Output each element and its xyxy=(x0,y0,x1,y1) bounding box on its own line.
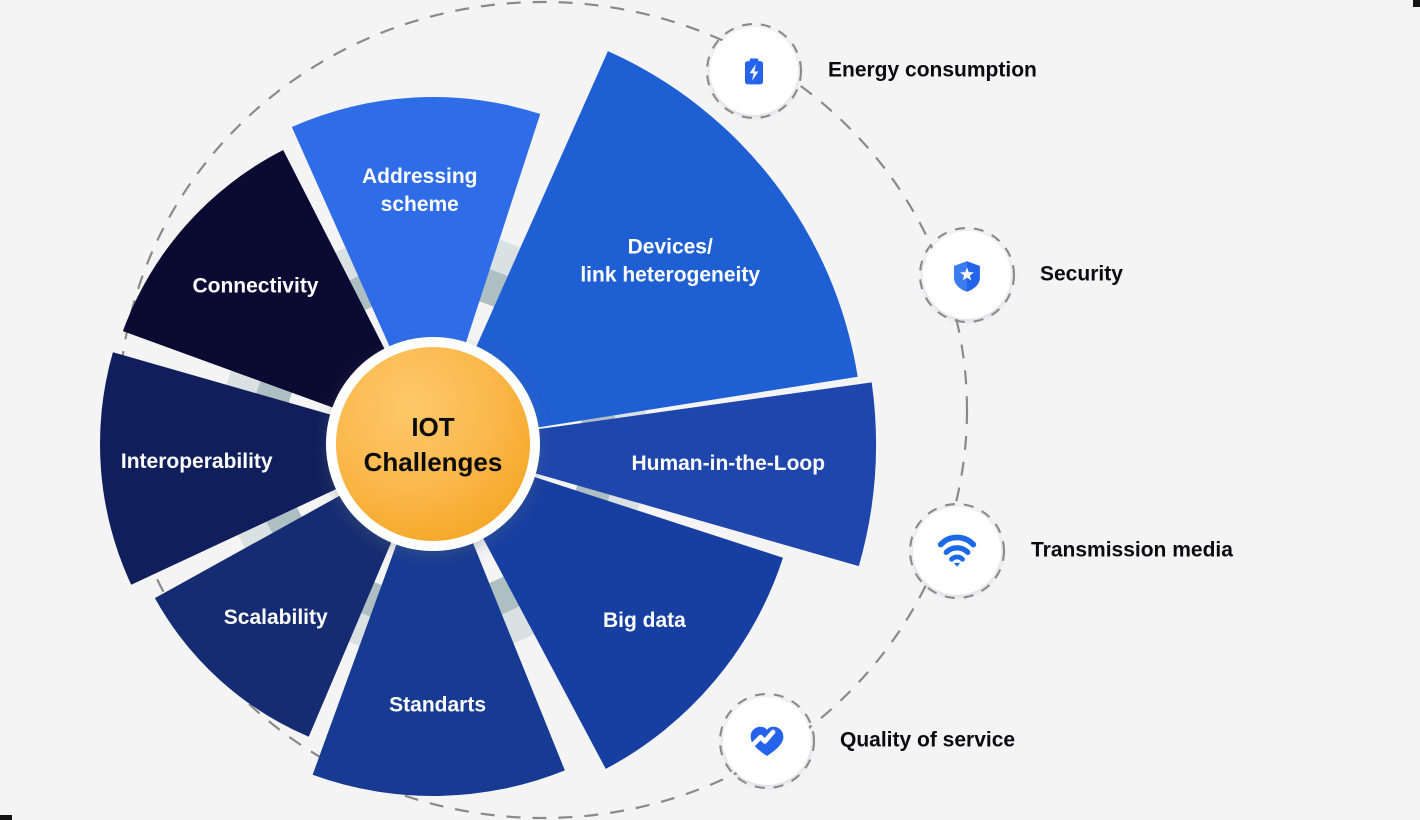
petal-label-connectivity: Connectivity xyxy=(192,275,318,298)
petal-label-line: Addressing xyxy=(362,165,478,188)
legend-icon-bubble-dashed-ring xyxy=(705,22,803,120)
petal-label-standarts: Standarts xyxy=(389,694,486,717)
legend-icon-bubble-dashed-ring xyxy=(908,502,1006,600)
legend-item-transmission-media[interactable]: Transmission media xyxy=(908,502,1233,600)
center-title-line1: IOT xyxy=(411,412,454,442)
petal-label-line: Human-in-the-Loop xyxy=(631,452,825,475)
petal-label-big-data: Big data xyxy=(603,609,686,632)
shield-star-icon-wrap xyxy=(954,261,980,292)
legend-label-security: Security xyxy=(1040,263,1123,286)
petal-label-scalability: Scalability xyxy=(224,606,328,629)
petal-scalability[interactable] xyxy=(154,489,397,737)
petal-label-devices-link-heterogeneity: Devices/link heterogeneity xyxy=(580,236,760,287)
heart-pulse-icon xyxy=(750,726,784,757)
legend-item-energy-consumption[interactable]: Energy consumption xyxy=(705,22,1037,120)
legend-icon-bubble xyxy=(913,507,1001,595)
legend-label-energy-consumption: Energy consumption xyxy=(828,59,1037,82)
petal-label-line: Connectivity xyxy=(192,275,318,298)
petal-label-line: link heterogeneity xyxy=(580,263,760,286)
corner-artifact-bottom-left xyxy=(0,815,12,820)
petal-label-line: Big data xyxy=(603,609,686,632)
legend-label-transmission-media: Transmission media xyxy=(1031,539,1233,562)
wifi-icon xyxy=(937,534,977,567)
center-disc xyxy=(336,347,530,541)
center-title-line2: Challenges xyxy=(364,447,503,477)
legend-label-quality-of-service: Quality of service xyxy=(840,729,1015,752)
petal-connectivity[interactable] xyxy=(122,149,391,413)
battery-bolt-icon xyxy=(744,58,764,85)
petal-label-addressing-scheme: Addressing scheme xyxy=(362,165,478,216)
corner-artifact-top-right xyxy=(1413,0,1420,7)
petal-devices-link-heterogeneity[interactable] xyxy=(470,51,858,430)
petal-interoperability[interactable] xyxy=(100,352,349,585)
petal-standarts[interactable] xyxy=(312,530,565,796)
petal-label-line: scheme xyxy=(381,193,459,216)
petal-label-line: Devices/ xyxy=(628,236,713,259)
petal-label-interoperability: Interoperability xyxy=(121,450,273,473)
legend-icon-bubble-dashed-ring xyxy=(718,692,816,790)
petal-label-line: Standarts xyxy=(389,694,486,717)
petal-label-line: Interoperability xyxy=(121,450,273,473)
petal-group xyxy=(100,51,876,796)
petal-label-human-in-the-loop: Human-in-the-Loop xyxy=(631,452,825,475)
wifi-icon-wrap xyxy=(937,534,977,567)
shield-star-icon xyxy=(954,261,980,292)
battery-bolt-icon-wrap xyxy=(744,58,764,85)
legend-item-quality-of-service[interactable]: Quality of service xyxy=(718,692,1015,790)
petal-human-in-the-loop[interactable] xyxy=(522,382,876,567)
heart-pulse-icon-wrap xyxy=(750,726,784,757)
center-node[interactable]: IOT Challenges xyxy=(326,337,540,551)
petal-label-line: Scalability xyxy=(224,606,328,629)
petal-addressing-scheme[interactable] xyxy=(291,97,541,360)
legend-item-security[interactable]: Security xyxy=(918,226,1123,324)
legend-icon-bubble-dashed-ring xyxy=(918,226,1016,324)
petal-big-data[interactable] xyxy=(476,472,783,769)
